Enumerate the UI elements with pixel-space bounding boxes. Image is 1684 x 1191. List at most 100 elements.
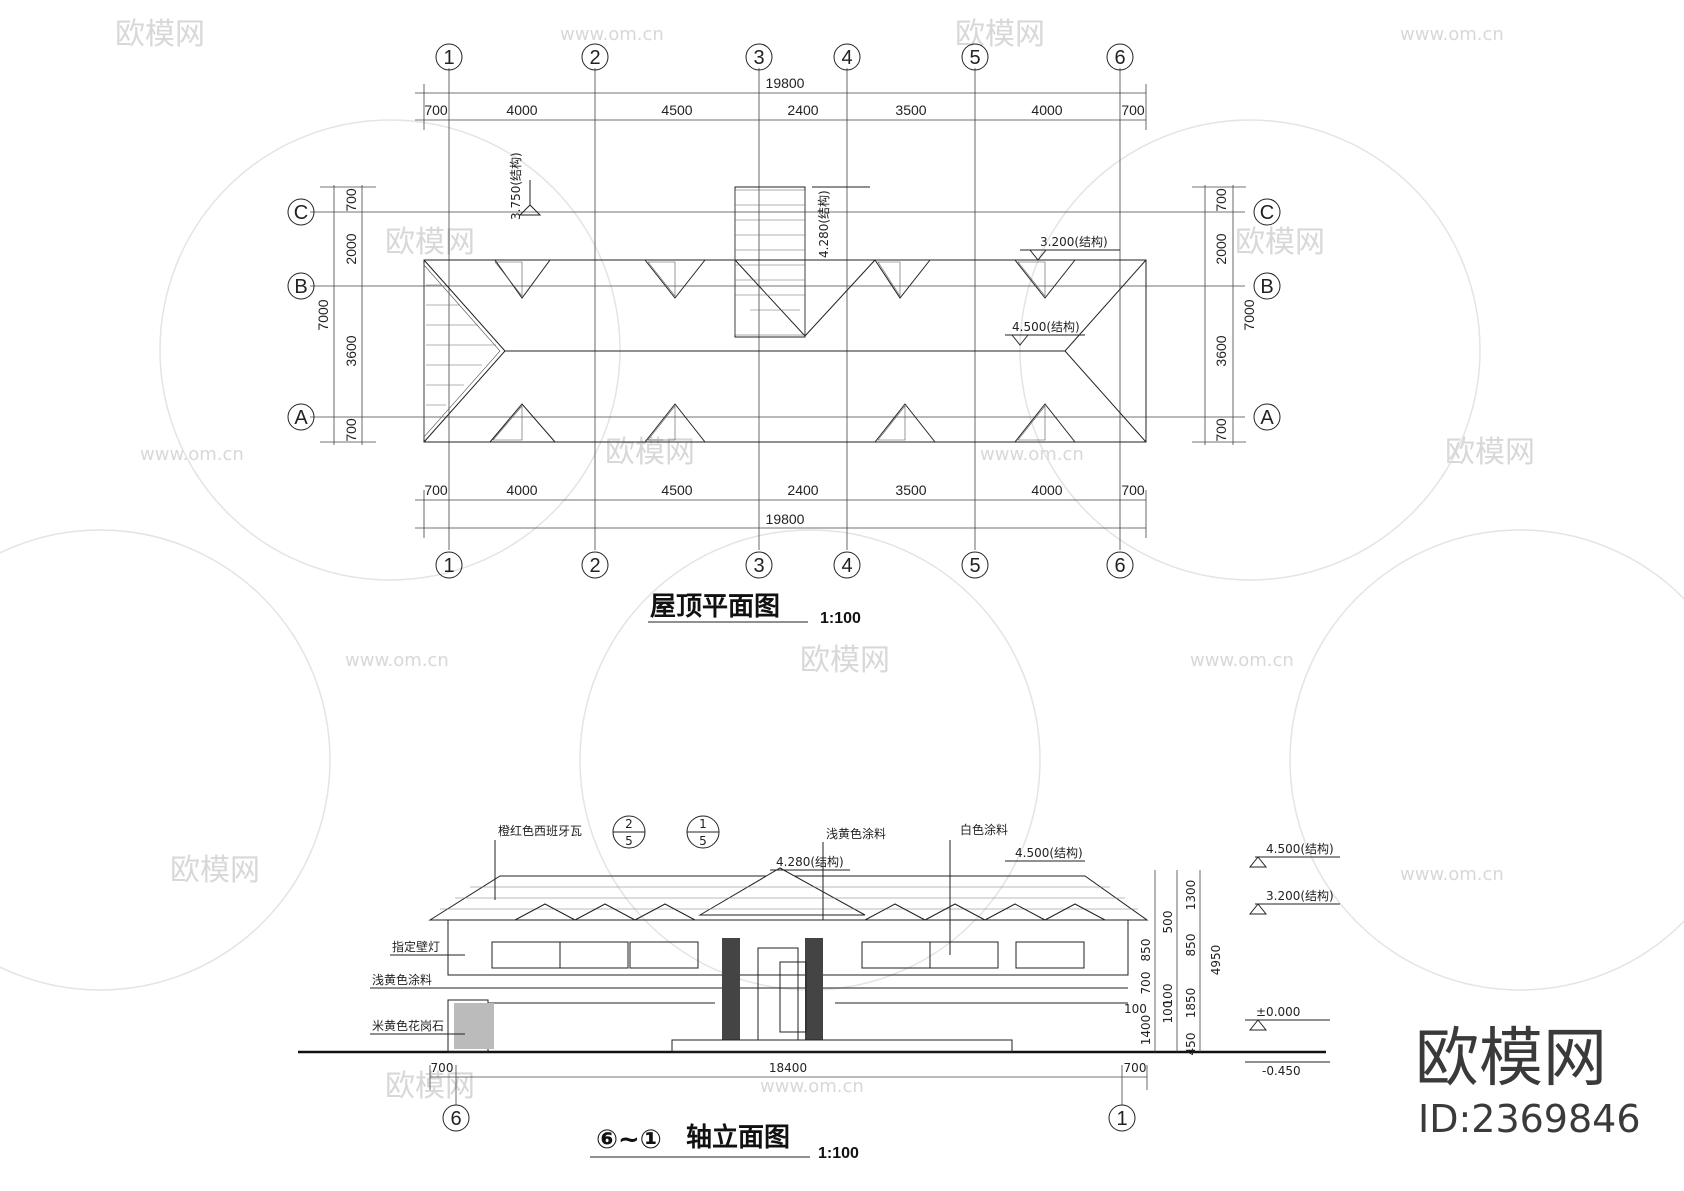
- vdim-text: 1300: [1184, 880, 1198, 911]
- watermark-brand-7: 欧模网: [800, 643, 890, 678]
- level-4500: 4.500(结构): [1266, 841, 1334, 856]
- dim-text: 4000: [1031, 102, 1062, 118]
- elevation-callouts: 橙红色西班牙瓦 浅黄色涂料 白色涂料 指定壁灯 浅黄色涂料 米黄色花岗石: [370, 822, 1008, 1035]
- vdim-text: 850: [1184, 934, 1198, 957]
- detail-ref-bottom: 5: [625, 834, 633, 848]
- vdim-text: 100: [1161, 984, 1175, 1007]
- brand-id: ID:2369846: [1418, 1097, 1641, 1141]
- callout-granite: 米黄色花岗石: [372, 1018, 444, 1033]
- elev-note: 4.500(结构): [1012, 319, 1080, 334]
- dim-text: 4000: [1031, 482, 1062, 498]
- roof-tile-lines: [426, 204, 805, 406]
- watermark-site-2: www.om.cn: [1400, 24, 1504, 45]
- bdim-text: 18400: [769, 1061, 807, 1075]
- vdim-text: 1400: [1139, 1015, 1153, 1046]
- axis-label: 4: [841, 47, 852, 69]
- watermark-layer: 欧模网 www.om.cn 欧模网 www.om.cn 欧模网 欧模网 www.…: [0, 17, 1684, 1104]
- axis-label: C: [294, 202, 308, 224]
- level-0: ±0.000: [1256, 1005, 1300, 1019]
- dim-text: 3500: [895, 102, 926, 118]
- axis-label: 2: [589, 47, 600, 69]
- vdim-text: 700: [1139, 972, 1153, 995]
- vdim-text: 100: [1161, 1001, 1175, 1024]
- vdim-text: 500: [1161, 911, 1175, 934]
- roof-plan-grid-vertical: [448, 68, 1121, 550]
- watermark-site-7: www.om.cn: [1400, 864, 1504, 885]
- callout-wall-lamp: 指定壁灯: [392, 939, 440, 954]
- roof-total-dim-top: 19800: [766, 75, 805, 91]
- elev-note: 3.200(结构): [1040, 234, 1108, 249]
- roof-left-dims: 700 2000 7000 3600 700: [315, 188, 359, 442]
- watermark-brand-2: 欧模网: [955, 17, 1045, 52]
- dim-text: 3600: [1213, 335, 1229, 366]
- vdim-text: 850: [1139, 939, 1153, 962]
- watermark-site-4: www.om.cn: [980, 444, 1084, 465]
- elev-note: 4.280(结构): [816, 190, 831, 258]
- roof-elevation-notes: 3.750(结构) 4.280(结构) 3.200(结构) 4.500(结构): [508, 152, 1120, 346]
- axis-bubbles-bottom: 1 2 3 4 5 6: [435, 551, 1134, 579]
- axis-label: 2: [589, 555, 600, 577]
- vdim-text: 1850: [1184, 988, 1198, 1019]
- watermark-site-6: www.om.cn: [1190, 650, 1294, 671]
- dim-text: 2400: [787, 102, 818, 118]
- elevation-bottom-axes: 6 1: [442, 1104, 1136, 1132]
- roof-segment-dims-top: 700 4000 4500 2400 3500 4000 700: [424, 102, 1145, 118]
- roof-right-dims: 700 2000 7000 3600 700: [1213, 188, 1257, 442]
- elevation-vertical-dims: 1300 500 850 4950 850 700 100 100 1850 1…: [1124, 880, 1223, 1056]
- callout-yellow-paint: 浅黄色涂料: [826, 826, 886, 841]
- axis-label: 5: [969, 555, 980, 577]
- dim-text: 700: [343, 188, 359, 212]
- dim-text: 700: [1121, 482, 1145, 498]
- axis-label: A: [1260, 407, 1274, 429]
- axis-label: 6: [450, 1108, 461, 1130]
- detail-ref-bottom: 5: [699, 834, 707, 848]
- roof-segment-dims-bottom: 700 4000 4500 2400 3500 4000 700: [424, 482, 1145, 498]
- dim-text: 700: [1213, 418, 1229, 442]
- elevation-vertical-dim-lines: [1154, 870, 1201, 1052]
- roof-plan-scale: 1:100: [820, 610, 861, 627]
- watermark-site-8: www.om.cn: [760, 1076, 864, 1097]
- vdim-text: 450: [1184, 1033, 1198, 1056]
- dim-text: 700: [1121, 102, 1145, 118]
- dim-text: 700: [424, 482, 448, 498]
- dim-text: 700: [1213, 188, 1229, 212]
- roof-plan-title: 屋顶平面图: [650, 592, 780, 622]
- axis-label: 1: [443, 555, 454, 577]
- elevation-bottom-dims: 700 18400 700: [431, 1061, 1147, 1075]
- elevation-levels: 4.280(结构) 4.500(结构) 4.500(结构) 3.200(结构) …: [770, 841, 1340, 1078]
- elev-note: 3.750(结构): [508, 152, 523, 220]
- dim-text: 3600: [343, 335, 359, 366]
- roof-plan-dims-top: [415, 84, 1147, 130]
- axis-label: 1: [1116, 1108, 1127, 1130]
- level-3200: 3.200(结构): [1266, 888, 1334, 903]
- vdim-text: 4950: [1209, 945, 1223, 976]
- axis-label: 6: [1114, 555, 1125, 577]
- dim-text: 4000: [506, 102, 537, 118]
- watermark-brand-8: 欧模网: [170, 853, 260, 888]
- axis-label: A: [294, 407, 308, 429]
- brand-logo: 欧模网: [1415, 1022, 1607, 1096]
- axis-label: 3: [753, 555, 764, 577]
- elevation-bottom-dim-lines: [429, 1065, 1148, 1105]
- axis-label: 1: [443, 47, 454, 69]
- elevation-entrance: [454, 938, 1013, 1053]
- detail-ref-top: 2: [625, 817, 633, 831]
- roof-plan: 19800 700 4000 4500 2400 3500 4000 700 7…: [287, 43, 1281, 627]
- level-roof-peak: 4.280(结构): [776, 854, 844, 869]
- axis-label: C: [1260, 202, 1274, 224]
- level-minus-0450: -0.450: [1262, 1064, 1301, 1078]
- axis-bubbles-rows: C B A C B A: [287, 198, 1281, 431]
- watermark-brand-3: 欧模网: [385, 225, 475, 260]
- elevation-title: 轴立面图: [686, 1122, 790, 1153]
- axis-label: 5: [969, 47, 980, 69]
- roof-plan-dims-sides: [320, 185, 1246, 445]
- dim-text: 700: [343, 418, 359, 442]
- watermark-brand-6: 欧模网: [1445, 435, 1535, 470]
- roof-plan-grid-horizontal: [310, 211, 1245, 418]
- axis-bubbles-top: 1 2 3 4 5 6: [435, 43, 1134, 71]
- roof-tile-hatch: [423, 189, 1046, 441]
- vdim-text: 100: [1124, 1002, 1147, 1016]
- dim-text: 3500: [895, 482, 926, 498]
- dim-text: 2000: [1213, 233, 1229, 264]
